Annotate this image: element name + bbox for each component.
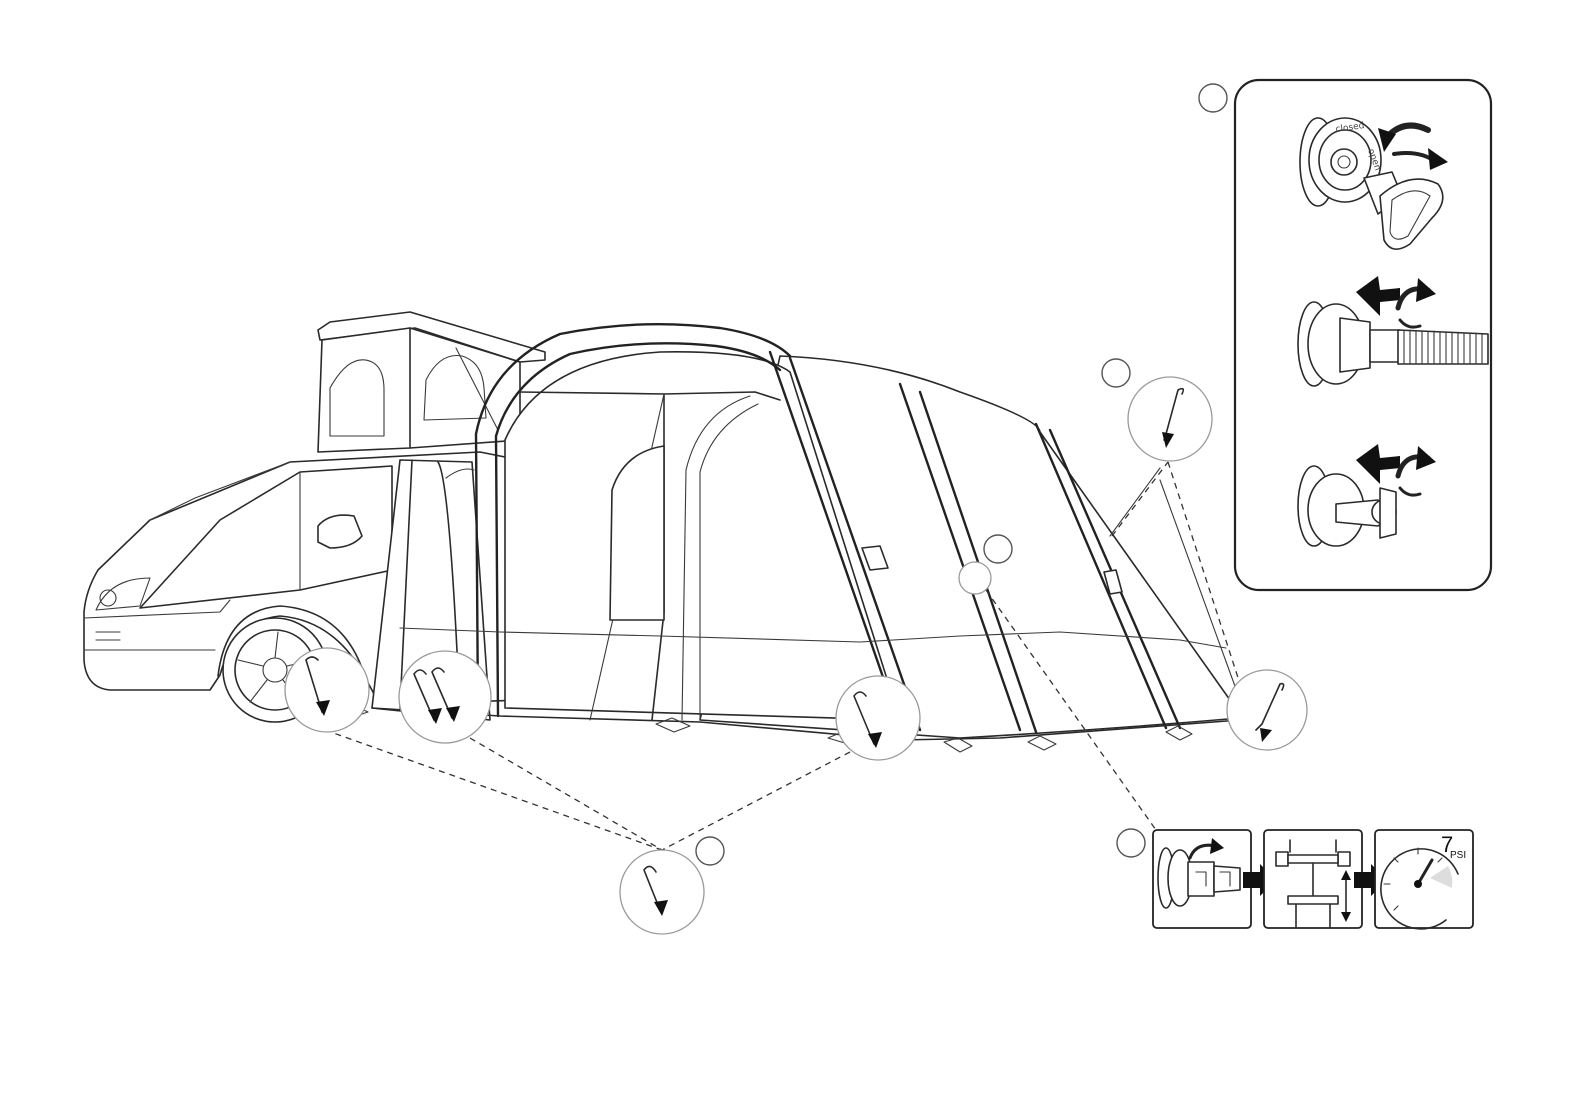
- step-marker-inflate-steps: [1117, 829, 1145, 857]
- step-marker-rear-stake: [1102, 359, 1130, 387]
- step-marker-front-stake: [696, 837, 724, 865]
- gauge-unit: PSI: [1450, 850, 1466, 861]
- inflation-steps: 7 PSI: [1153, 830, 1473, 929]
- step-pressure-gauge: 7 PSI: [1375, 830, 1473, 929]
- step-marker-valve-panel: [1199, 84, 1227, 112]
- valve-instruction-panel: closed open: [1235, 80, 1491, 590]
- step-pump-handle: [1264, 830, 1362, 928]
- step-marker-pressure-check: [984, 535, 1012, 563]
- pump-hose-icon: [1398, 330, 1488, 364]
- step-connect-pump: [1153, 830, 1251, 928]
